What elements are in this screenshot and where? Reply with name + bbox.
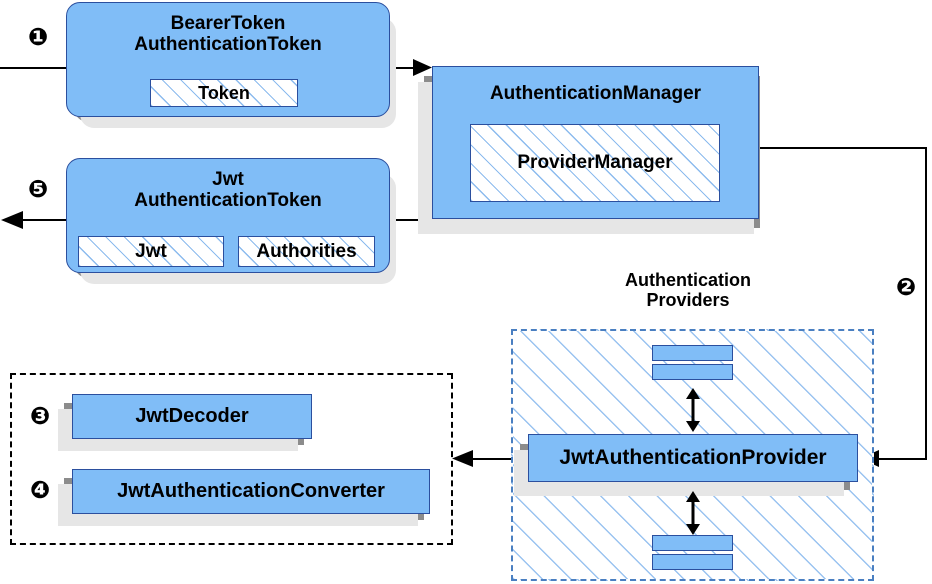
- jwt-token-compartment-jwt: [78, 236, 224, 267]
- authentication-manager-compartment-provider-manager: [470, 124, 720, 202]
- arrowhead-response-out: [1, 211, 23, 229]
- provider-link-arrow-top: [686, 388, 700, 432]
- connector-request-in: [0, 67, 70, 69]
- bearer-token-compartment-token: [150, 79, 298, 107]
- connector-provider-to-support: [472, 458, 528, 460]
- jwt-authentication-converter-label: JwtAuthenticationConverter: [117, 480, 385, 503]
- jwt-decoder-label: JwtDecoder: [135, 405, 249, 428]
- arrowhead-to-manager: [413, 59, 432, 76]
- step-badge-1: ❶: [27, 23, 49, 51]
- step-badge-5: ❺: [27, 175, 49, 203]
- provider-link-arrow-bottom: [686, 491, 700, 535]
- jwt-token-compartment-jwt-label: Jwt: [135, 240, 167, 262]
- provider-placeholder-top-1: [652, 345, 733, 361]
- node-jwt-authentication-converter[interactable]: [72, 469, 430, 514]
- step-badge-2: ❷: [895, 273, 917, 301]
- bearer-token-title: BearerToken AuthenticationToken: [134, 12, 322, 55]
- node-jwt-authentication-provider[interactable]: [528, 434, 858, 482]
- provider-placeholder-top-2: [652, 364, 733, 380]
- connector-manager-to-jwt-token: [388, 219, 436, 221]
- connector-into-provider: [878, 458, 927, 460]
- jwt-support-group: [10, 373, 453, 545]
- step-badge-3: ❸: [29, 402, 51, 430]
- jwt-token-title: Jwt AuthenticationToken: [134, 168, 322, 211]
- jwt-token-compartment-authorities: [238, 236, 375, 267]
- connector-manager-right: [759, 147, 927, 149]
- provider-placeholder-bottom-2: [652, 554, 733, 570]
- authentication-manager-title: AuthenticationManager: [489, 83, 702, 105]
- jwt-authentication-provider-label: JwtAuthenticationProvider: [559, 446, 827, 470]
- bearer-token-compartment-token-label: Token: [198, 82, 250, 103]
- jwt-token-compartment-authorities-label: Authorities: [256, 240, 357, 262]
- connector-response-out: [18, 219, 74, 221]
- connector-bearer-to-manager: [388, 67, 424, 69]
- connector-manager-down: [925, 147, 927, 459]
- provider-placeholder-bottom-1: [652, 535, 733, 551]
- arrowhead-to-support: [452, 450, 473, 467]
- authentication-manager-compartment-provider-manager-label: ProviderManager: [517, 152, 673, 174]
- node-jwt-decoder[interactable]: [72, 394, 312, 439]
- authentication-providers-title: Authentication Providers: [625, 269, 751, 310]
- step-badge-4: ❹: [29, 476, 51, 504]
